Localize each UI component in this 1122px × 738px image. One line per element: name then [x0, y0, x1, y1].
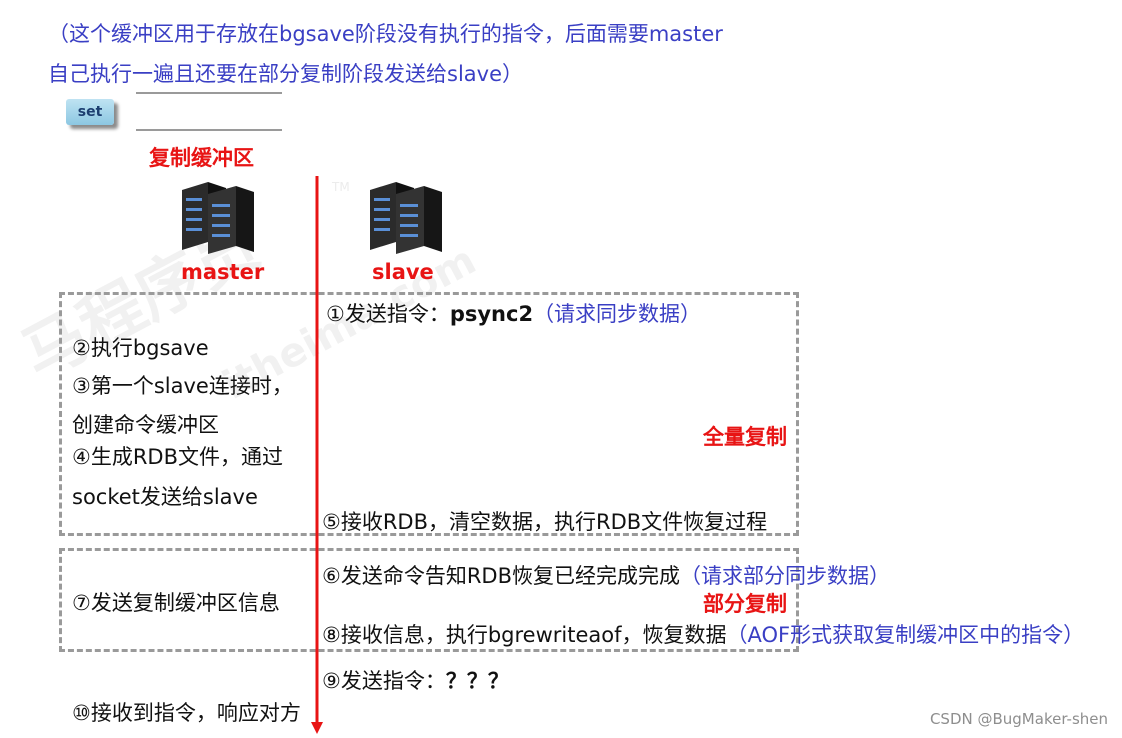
- full-sync-box: [59, 292, 799, 536]
- server-icon: [370, 182, 442, 254]
- step-2: ②执行bgsave: [72, 336, 209, 360]
- step-6: ⑥发送命令告知RDB恢复已经完成完成（请求部分同步数据）: [322, 560, 890, 590]
- slave-label: slave: [372, 260, 434, 284]
- step-8-note: （AOF形式获取复制缓冲区中的指令）: [726, 623, 1085, 647]
- buffer-line-top: [136, 92, 282, 94]
- step-9: ⑨发送指令：？？？: [322, 665, 509, 695]
- step-9-prefix: ⑨发送指令：: [322, 669, 446, 693]
- header-note-line2: 自己执行一遍且还要在部分复制阶段发送给slave）: [48, 62, 523, 86]
- step-6-text: ⑥发送命令告知RDB恢复已经完成完成: [322, 564, 680, 588]
- phase-partial-label: 部分复制: [703, 592, 787, 616]
- step-7: ⑦发送复制缓冲区信息: [72, 591, 280, 615]
- credit-label: CSDN @BugMaker-shen: [929, 710, 1108, 728]
- step-1-note: （请求同步数据）: [533, 302, 702, 326]
- server-icon: [182, 182, 254, 254]
- buffer-set-tag: set: [66, 99, 114, 125]
- step-1-prefix: ①发送指令：: [326, 302, 450, 326]
- step-1-command: psync2: [449, 302, 534, 326]
- buffer-label: 复制缓冲区: [149, 146, 254, 170]
- step-4-line2: socket发送给slave: [72, 485, 258, 509]
- phase-full-label: 全量复制: [703, 425, 787, 449]
- watermark-tm: TM: [332, 180, 350, 194]
- partial-sync-box: [59, 548, 799, 652]
- step-5: ⑤接收RDB，清空数据，执行RDB文件恢复过程: [322, 510, 768, 534]
- step-8-text: ⑧接收信息，执行bgrewriteaof，恢复数据: [322, 623, 727, 647]
- step-1: ①发送指令：psync2（请求同步数据）: [326, 298, 701, 328]
- header-note-line1: （这个缓冲区用于存放在bgsave阶段没有执行的指令，后面需要master: [48, 22, 723, 46]
- step-10: ⑩接收到指令，响应对方: [72, 701, 301, 725]
- step-9-command: ？？？: [445, 669, 509, 693]
- timeline-arrow: [311, 176, 323, 734]
- step-8: ⑧接收信息，执行bgrewriteaof，恢复数据（AOF形式获取复制缓冲区中的…: [322, 619, 1084, 649]
- step-3-line2: 创建命令缓冲区: [72, 413, 219, 437]
- master-label: master: [181, 260, 265, 284]
- buffer-line-bottom: [136, 129, 282, 131]
- step-6-note: （请求部分同步数据）: [680, 564, 890, 588]
- step-3-line1: ③第一个slave连接时，: [72, 374, 293, 398]
- step-4-line1: ④生成RDB文件，通过: [72, 445, 283, 469]
